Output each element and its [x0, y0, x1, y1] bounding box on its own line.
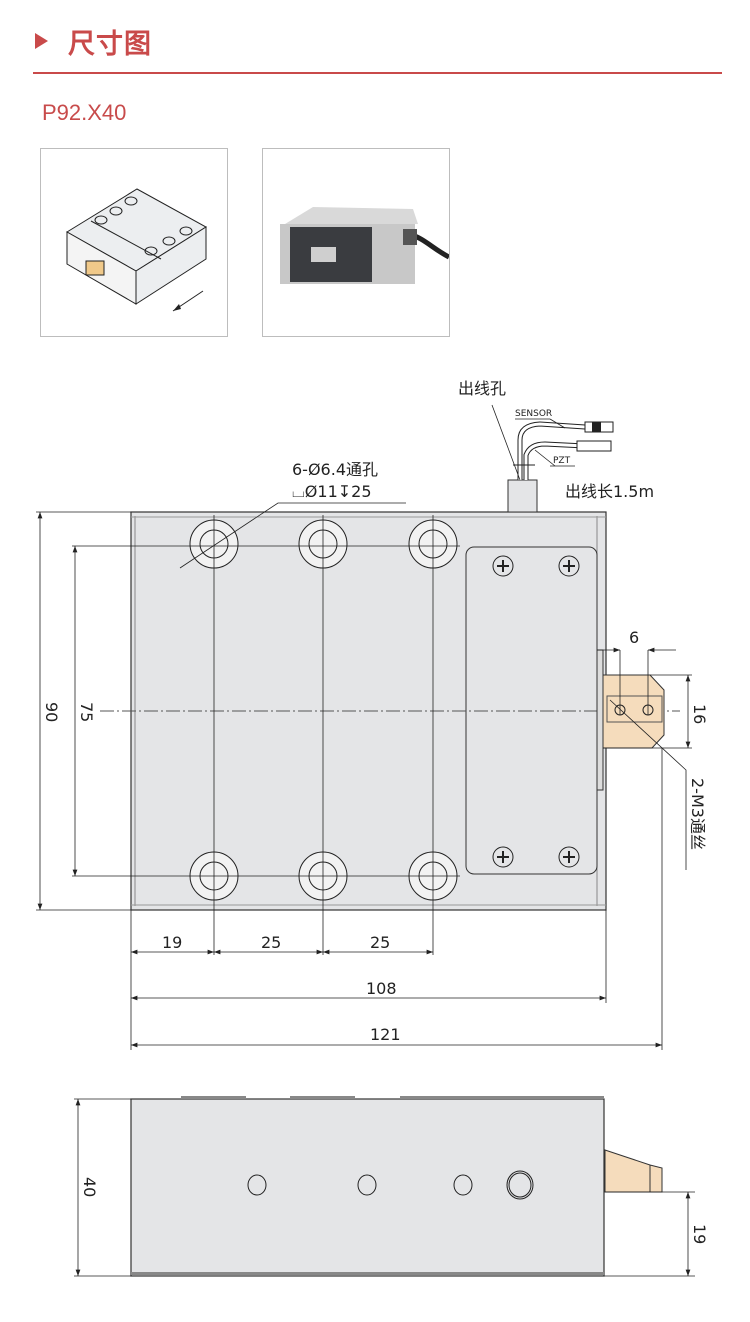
hole-note-1: 6-Ø6.4通孔 — [292, 460, 378, 479]
dim-25b: 25 — [370, 933, 390, 952]
header-divider — [33, 72, 722, 74]
dim-25a: 25 — [261, 933, 281, 952]
model-name: P92.X40 — [42, 100, 127, 125]
dim-121: 121 — [370, 1025, 401, 1044]
header-triangle-icon — [35, 33, 48, 49]
slider-block — [602, 674, 665, 749]
dim-108: 108 — [366, 979, 397, 998]
dim-19-side: 19 — [690, 1224, 709, 1244]
sensor-label: SENSOR — [515, 409, 552, 419]
cable-length-label: 出线长1.5m — [565, 482, 654, 501]
dim-19: 19 — [162, 933, 182, 952]
dim-90: 90 — [42, 702, 61, 722]
section-title: 尺寸图 — [68, 29, 152, 60]
top-view: 出线孔 SENSOR PZT 出线长1.5m 6-Ø6.4通孔 ⌴Ø11↧25 … — [36, 379, 709, 1050]
slider-side — [604, 1149, 663, 1193]
body-side — [130, 1098, 605, 1277]
dim-16: 16 — [690, 704, 709, 724]
cable-exit-block — [507, 479, 538, 513]
pzt-label: PZT — [553, 456, 571, 466]
pzt-connector — [576, 440, 612, 452]
screw-icons — [492, 555, 580, 868]
dim-75: 75 — [77, 702, 96, 722]
cable-exit-label: 出线孔 — [458, 379, 506, 398]
side-view: 40 19 — [74, 1096, 709, 1277]
isometric-drawing-thumbnail — [40, 148, 228, 337]
hole-note-2: ⌴Ø11↧25 — [292, 482, 372, 501]
dim-40: 40 — [80, 1177, 99, 1197]
thread-note: 2-M3通丝 — [688, 778, 707, 850]
dim-6: 6 — [629, 628, 639, 647]
product-photo-thumbnail — [262, 148, 451, 337]
